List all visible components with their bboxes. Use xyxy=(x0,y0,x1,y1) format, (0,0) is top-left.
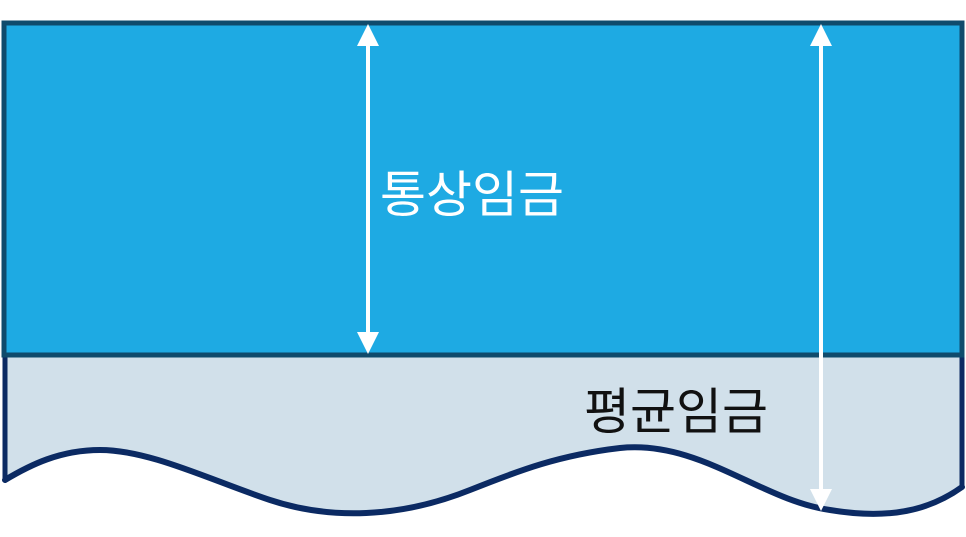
average-wage-arrow xyxy=(810,24,832,511)
ordinary-wage-label: 통상임금 xyxy=(380,166,564,224)
average-wage-label: 평균임금 xyxy=(584,383,768,441)
wave-border xyxy=(2,444,965,517)
average-wage-region xyxy=(5,355,962,514)
ordinary-wage-region xyxy=(1,20,965,358)
ordinary-wage-arrow xyxy=(357,24,379,354)
